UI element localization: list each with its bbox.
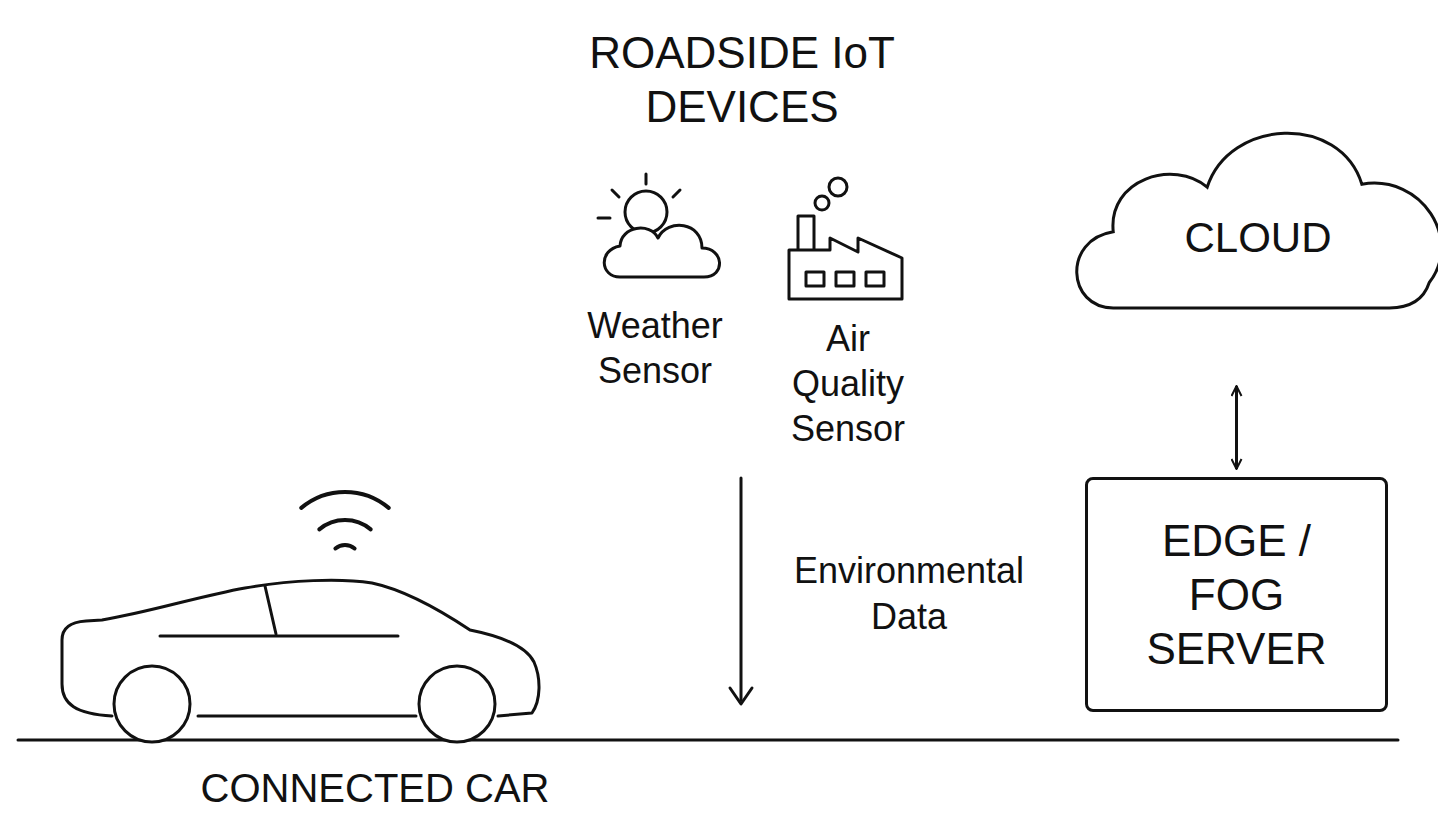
factory-icon [789, 178, 902, 299]
data-flow-arrow [730, 478, 752, 704]
group-heading: ROADSIDE IoT DEVICES [582, 26, 902, 134]
car-illustration [62, 580, 539, 742]
sensor-label: Weather Sensor [570, 303, 740, 393]
connector-arrow [1235, 386, 1238, 469]
sensor-label: Air Quality Sensor [773, 316, 923, 451]
node-label: EDGE / FOG SERVER [1132, 514, 1342, 676]
weather-icon [598, 174, 720, 277]
server-box: EDGE / FOG SERVER [1085, 477, 1388, 712]
node-label: CLOUD [1158, 212, 1358, 263]
wireless-signal [301, 492, 388, 549]
cloud-node: CLOUD [1058, 98, 1438, 316]
flow-label: Environmental Data [754, 548, 1064, 640]
cloud-shape [1077, 133, 1438, 308]
vehicle-label: CONNECTED CAR [95, 764, 655, 812]
cloud-outline [1058, 98, 1438, 316]
road-line [18, 739, 1398, 742]
